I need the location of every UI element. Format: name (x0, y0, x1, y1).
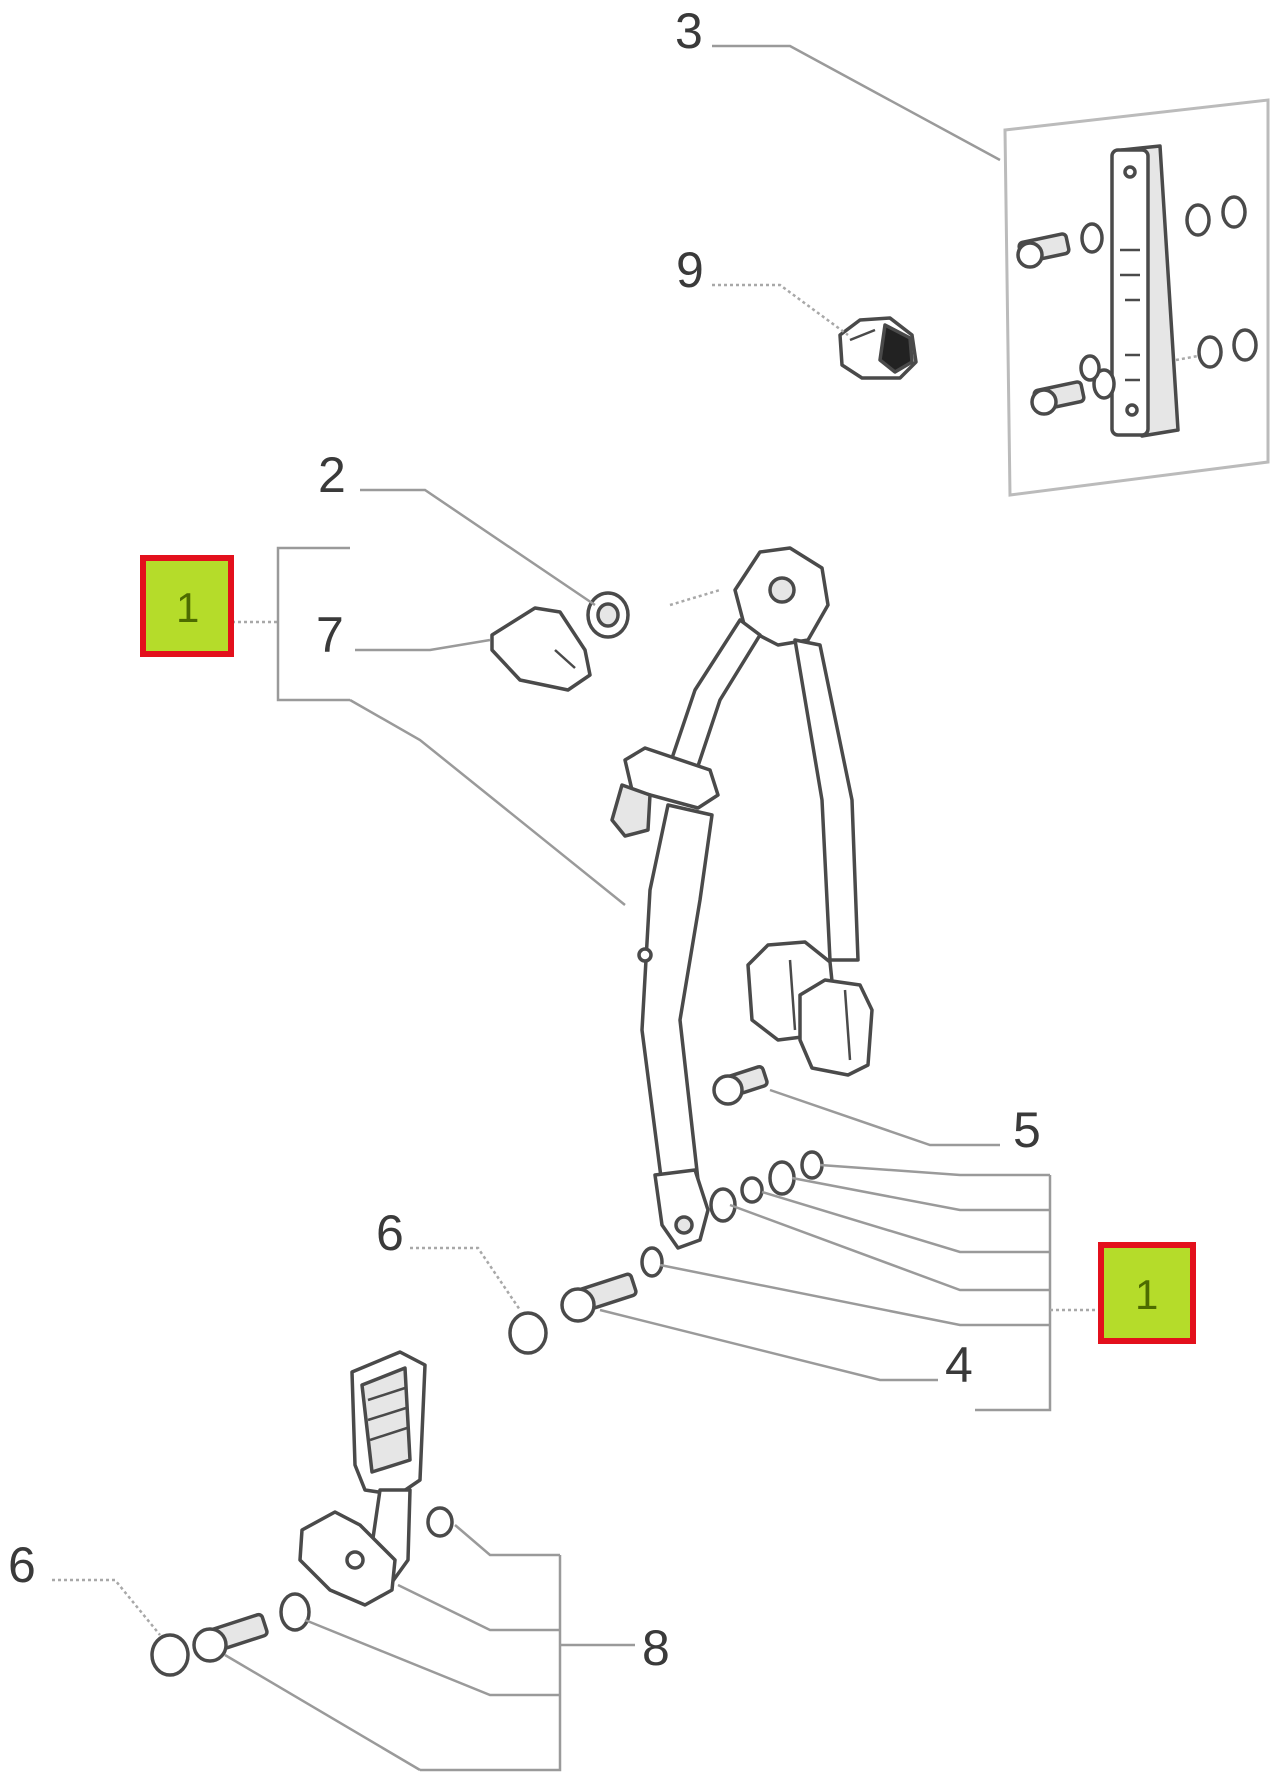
callout-1-right-box: 1 (1098, 1242, 1196, 1344)
bracket-1-right (975, 1175, 1052, 1412)
callout-6-bottom: 6 (8, 1537, 36, 1593)
callout-1-left: 1 (176, 584, 199, 631)
callout-5: 5 (1013, 1102, 1041, 1158)
callout-8: 8 (642, 1620, 670, 1676)
leader-4b (791, 1176, 1050, 1212)
leader-4c (761, 1190, 1050, 1254)
part-8-buckle (192, 1350, 454, 1663)
part-3-height-adjuster (1003, 98, 1270, 497)
callout-7: 7 (316, 607, 344, 663)
leader-6-bottom (52, 1578, 161, 1636)
part-2-nut (586, 591, 630, 639)
leader-2b (669, 588, 721, 607)
part-6-cap-mid (508, 1311, 548, 1355)
part-7-cover (490, 606, 592, 692)
leader-4a (819, 1163, 1050, 1177)
bracket-1-left (276, 546, 350, 702)
callout-3: 3 (675, 3, 703, 59)
leader-7 (355, 638, 491, 652)
part-9-clip (838, 316, 918, 380)
leader-4f (599, 1308, 938, 1382)
leader-8a (454, 1524, 560, 1557)
callout-4: 4 (945, 1337, 973, 1393)
part-6-cap-bottom (150, 1633, 190, 1677)
leader-8b (397, 1583, 560, 1632)
leader-5 (769, 1088, 1000, 1147)
leader-6-mid (410, 1246, 522, 1311)
callout-6-mid: 6 (376, 1205, 404, 1261)
callout-9: 9 (676, 242, 704, 298)
part-4-hardware (560, 1150, 824, 1323)
leader-8d (224, 1653, 421, 1772)
part-1-belt-assembly (610, 546, 874, 1250)
part-5-bolt (712, 1064, 769, 1106)
callout-1-left-box: 1 (140, 555, 234, 657)
leader-8c (304, 1618, 560, 1697)
leader-1-to-assembly (349, 698, 626, 906)
leader-9 (712, 283, 849, 337)
leader-4e (659, 1263, 1050, 1327)
callout-1-right: 1 (1135, 1271, 1158, 1318)
leader-2 (360, 488, 596, 607)
callout-2: 2 (318, 447, 346, 503)
leader-4d (729, 1203, 1050, 1292)
bracket-8 (420, 1555, 562, 1772)
retractor (746, 940, 874, 1077)
leader-3 (712, 44, 1001, 162)
